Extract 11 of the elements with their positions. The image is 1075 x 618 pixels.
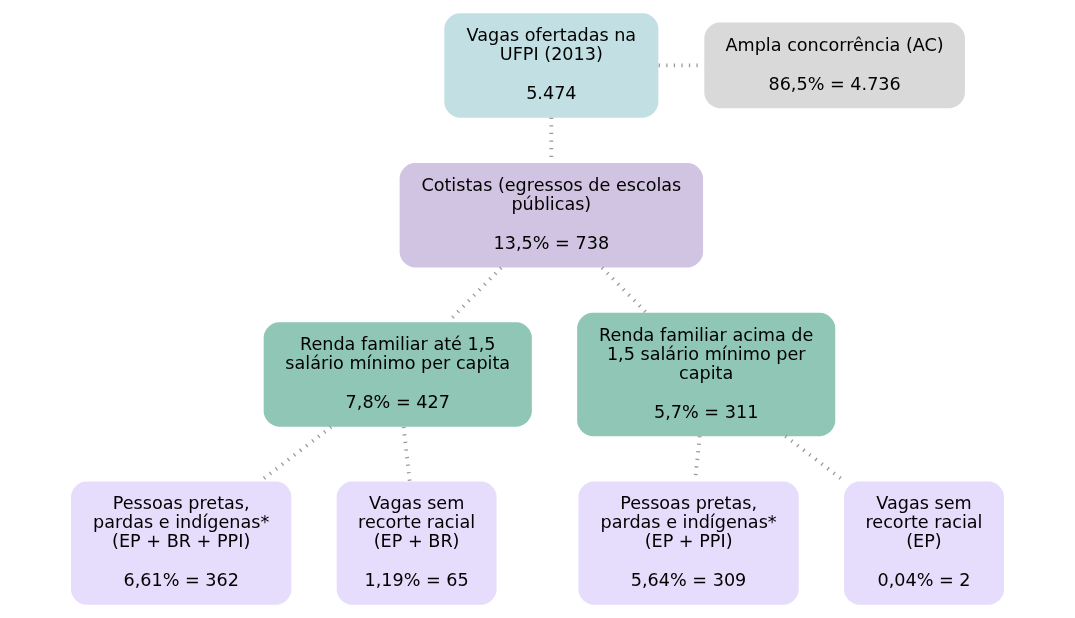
node-box: Pessoas pretas, pardas e indígenas* (EP + BR + PPI) 6,61% = 362 xyxy=(71,481,292,605)
connector xyxy=(401,426,412,482)
node-box: Cotistas (egressos de escolas públicas) 13,5% = 738 xyxy=(399,162,704,268)
node-box: Renda familiar até 1,5 salário mínimo per capita 7,8% = 427 xyxy=(263,322,532,427)
node-box: Pessoas pretas, pardas e indígenas* (EP + PPI) 5,64% = 309 xyxy=(578,481,799,605)
node-box: Vagas sem recorte racial (EP) 0,04% = 2 xyxy=(844,481,1004,605)
node-box: Vagas ofertadas na UFPI (2013) 5.474 xyxy=(444,13,659,118)
node-box: Renda familiar acima de 1,5 salário mínimo per capita 5,7% = 311 xyxy=(577,312,836,437)
connector xyxy=(600,266,648,314)
node-box: Ampla concorrência (AC) 86,5% = 4.736 xyxy=(704,22,965,109)
node-box: Vagas sem recorte racial (EP + BR) 1,19% = 65 xyxy=(336,481,497,605)
